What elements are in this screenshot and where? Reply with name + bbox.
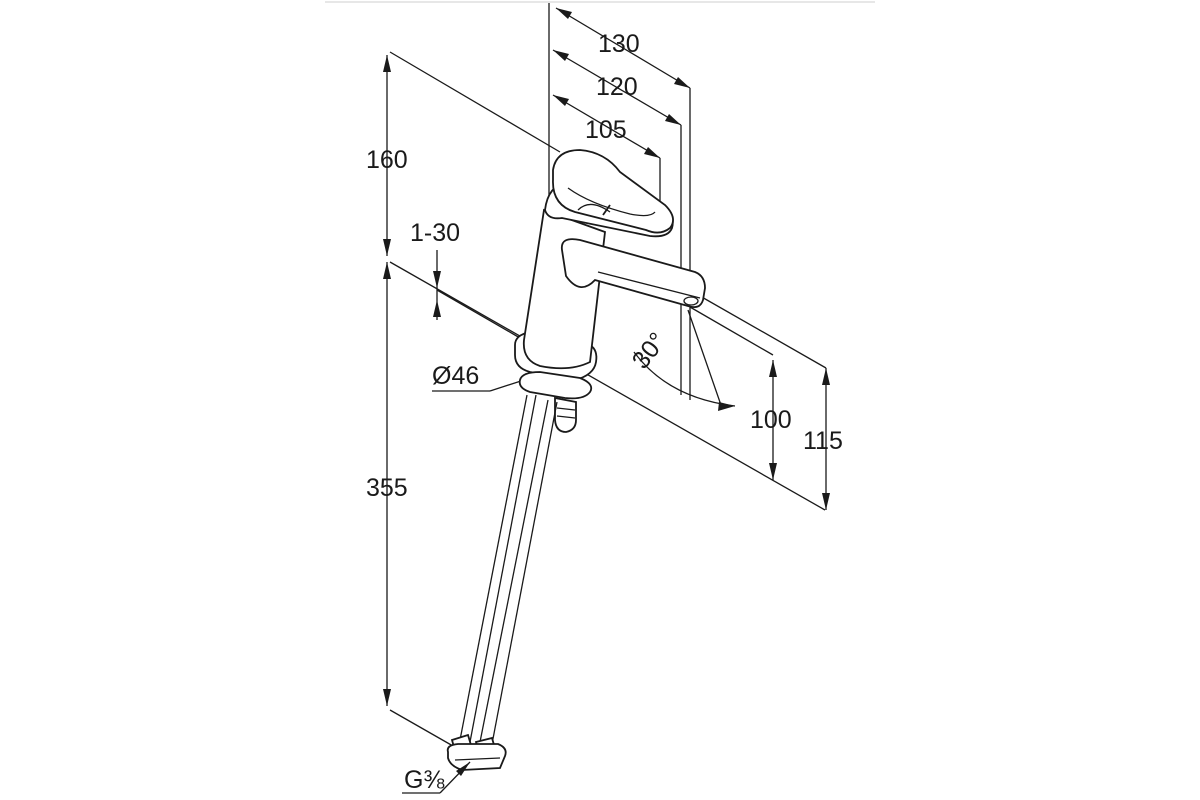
dim-120: 120 bbox=[552, 49, 682, 395]
dim-130: 130 bbox=[548, 3, 691, 400]
dim-100-label: 100 bbox=[750, 406, 792, 434]
faucet-stud bbox=[554, 396, 577, 433]
dim-115-label: 115 bbox=[803, 427, 843, 455]
thread-callout: G⅜ bbox=[402, 761, 471, 794]
countertop-line bbox=[389, 261, 826, 511]
faucet-lever bbox=[552, 149, 674, 234]
faucet-nut bbox=[518, 371, 593, 400]
dim-angle-label: 30° bbox=[627, 327, 672, 374]
dim-355: 355 bbox=[366, 262, 461, 751]
dim-120-label: 120 bbox=[596, 73, 638, 101]
dim-1-30: 1-30 bbox=[410, 219, 521, 339]
faucet bbox=[514, 149, 706, 433]
dim-115: 115 bbox=[692, 291, 843, 510]
dim-160-label: 160 bbox=[366, 146, 408, 174]
dim-355-label: 355 bbox=[366, 474, 408, 502]
dim-105: 105 bbox=[552, 94, 661, 215]
dim-1-30-label: 1-30 bbox=[410, 219, 460, 247]
dim-100: 100 bbox=[689, 306, 792, 480]
dim-dia46-label: Ø46 bbox=[432, 362, 479, 390]
thread-label: G⅜ bbox=[404, 766, 444, 794]
dim-130-label: 130 bbox=[598, 30, 640, 58]
dim-160: 160 bbox=[366, 51, 561, 256]
dim-105-label: 105 bbox=[585, 116, 627, 144]
supply-hoses bbox=[446, 394, 558, 771]
faucet-column bbox=[522, 208, 606, 370]
hose-nut bbox=[446, 743, 507, 771]
